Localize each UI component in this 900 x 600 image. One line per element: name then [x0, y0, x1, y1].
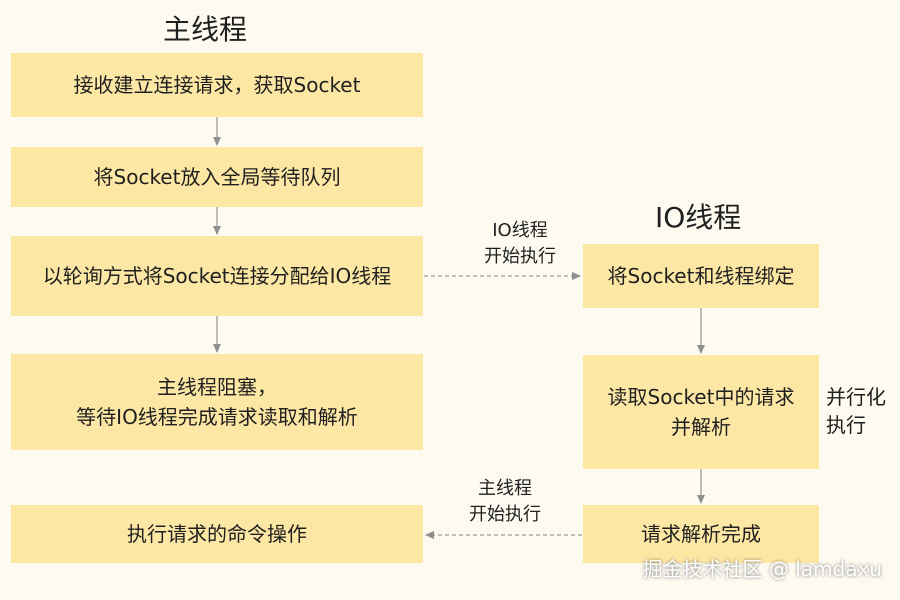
io-step-read-parse: 读取Socket中的请求 并解析 [583, 355, 819, 469]
connector-label-io-start: IO线程 开始执行 [470, 218, 570, 270]
connector-label-line-1: IO线程 [492, 220, 548, 241]
main-step-enqueue-socket: 将Socket放入全局等待队列 [11, 147, 423, 207]
connector-label-line-2: 开始执行 [484, 246, 556, 267]
watermark: 掘金技术社区 @ lamdaxu [642, 557, 882, 581]
side-label-line-2: 执行 [826, 413, 866, 437]
connector-label-line-2: 开始执行 [469, 504, 541, 525]
step-text-line-2: 并解析 [670, 415, 731, 439]
step-text: 将Socket放入全局等待队列 [93, 165, 341, 189]
io-thread-title: IO线程 [655, 201, 742, 234]
main-step-block-wait: 主线程阻塞， 等待IO线程完成请求读取和解析 [11, 354, 423, 450]
step-text: 请求解析完成 [641, 522, 761, 546]
main-step-execute-command: 执行请求的命令操作 [11, 505, 423, 563]
step-text: 接收建立连接请求，获取Socket [73, 73, 361, 97]
side-label-line-1: 并行化 [826, 385, 886, 409]
step-text-line-2: 等待IO线程完成请求读取和解析 [76, 405, 358, 429]
main-thread-title: 主线程 [163, 13, 248, 46]
io-step-bind-socket: 将Socket和线程绑定 [583, 244, 819, 308]
step-text-line-1: 主线程阻塞， [156, 375, 277, 399]
parallel-execution-label: 并行化 执行 [826, 383, 886, 439]
io-step-parse-complete: 请求解析完成 [583, 505, 819, 563]
connector-label-line-1: 主线程 [478, 478, 532, 499]
step-text: 将Socket和线程绑定 [607, 264, 795, 288]
main-step-accept-connection: 接收建立连接请求，获取Socket [11, 53, 423, 117]
step-text: 执行请求的命令操作 [127, 522, 307, 546]
connector-label-main-start: 主线程 开始执行 [455, 476, 555, 528]
step-text-line-1: 读取Socket中的请求 [607, 385, 795, 409]
step-text: 以轮询方式将Socket连接分配给IO线程 [42, 264, 392, 288]
main-step-assign-io-thread: 以轮询方式将Socket连接分配给IO线程 [11, 236, 423, 316]
